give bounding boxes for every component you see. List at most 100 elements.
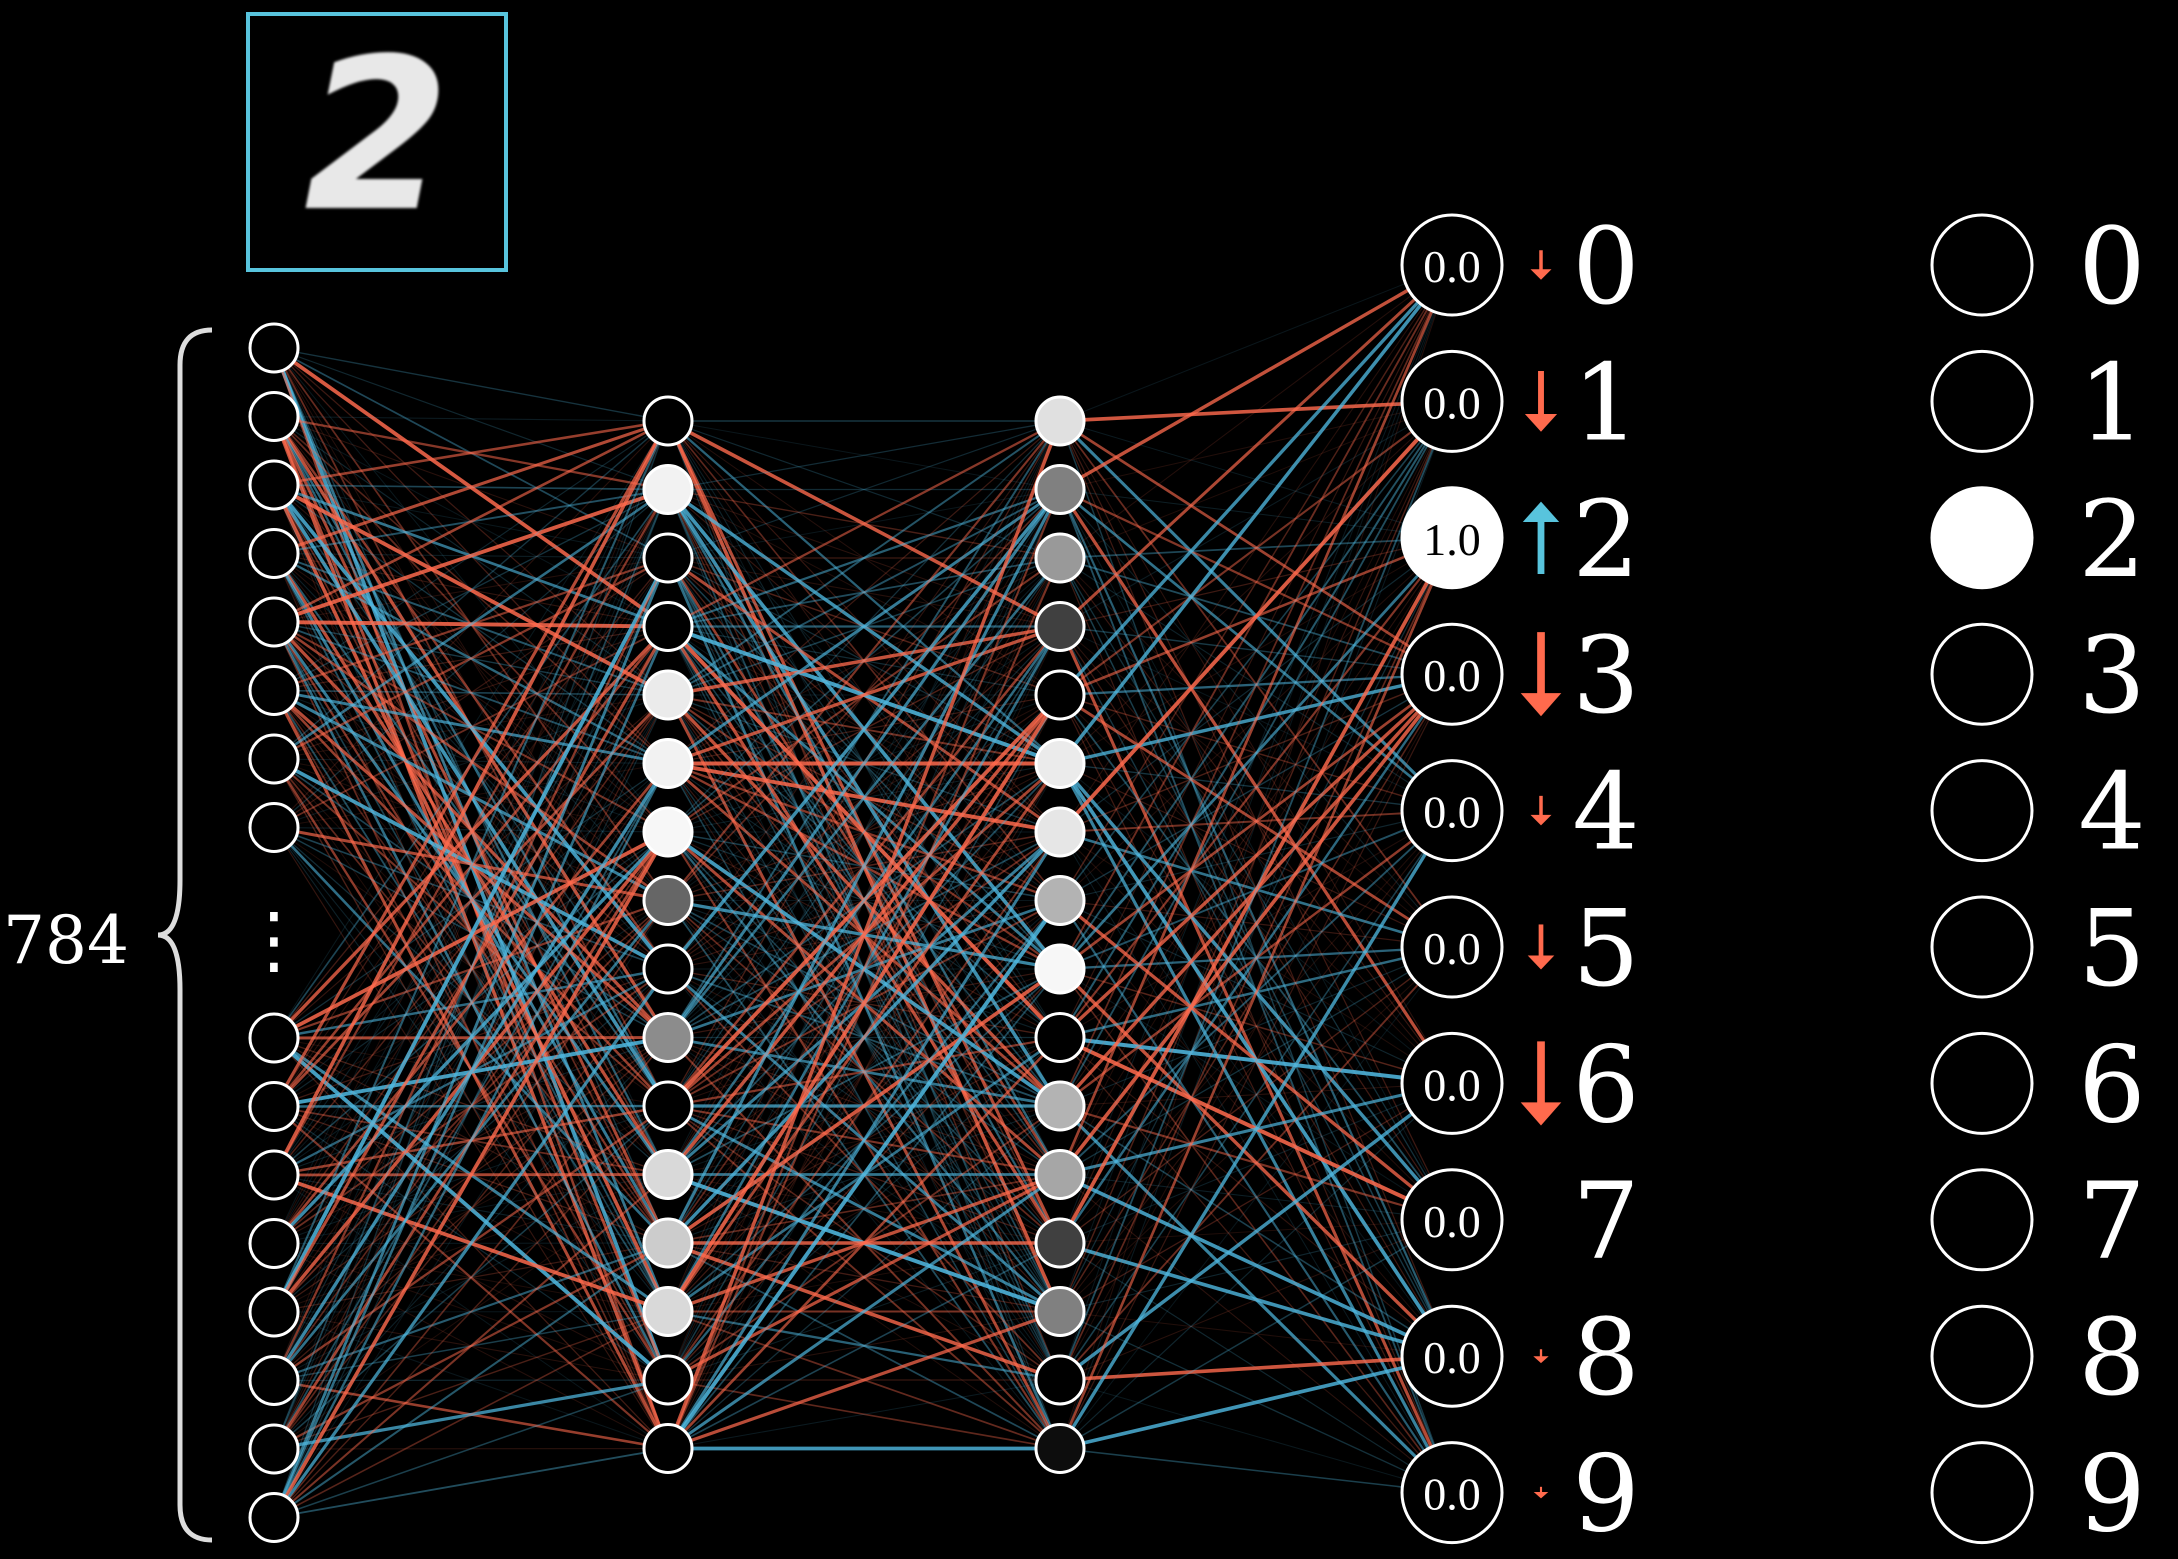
hidden1-hidden2-edge [667,488,1061,765]
hidden1-hidden2-edge [667,420,1061,970]
hidden2-output-edge [1059,946,1453,1176]
hidden2-output-edge [1059,264,1453,422]
hidden2-output-edge [1059,401,1453,1175]
hidden2-output-edge [1059,1082,1453,1244]
output-value: 0.0 [1423,923,1481,974]
hidden2-output-edge [1059,401,1453,1381]
target-label: 9 [2078,1433,2145,1556]
hidden1-hidden2-edge [667,762,1061,902]
input-neuron [248,1492,300,1543]
input-hidden1-edge [273,420,669,1450]
input-hidden1-edge [273,489,669,1313]
input-hidden1-edge [273,484,669,901]
input-hidden1-edge [273,347,669,422]
hidden1-neuron [642,1217,694,1269]
target-label: 0 [2078,205,2145,328]
input-hidden1-edge [273,419,669,555]
hidden2-output-edge [1059,1082,1453,1107]
hidden2-neuron [1034,669,1086,721]
output-nudges [1520,250,1562,1499]
hidden1-hidden2-edge [667,1310,1061,1381]
input-neuron [248,1423,300,1475]
hidden2-output-edge [1059,263,1453,491]
hidden1-hidden2-edge [667,968,1061,1176]
hidden1-neuron [642,875,694,926]
input-hidden1-edge [273,556,669,761]
output-label: 7 [1572,1160,1639,1283]
input-hidden1-edge [273,826,669,833]
hidden1-hidden2-edge [667,694,1061,1381]
hidden1-hidden2-edge [667,489,1061,696]
hidden1-hidden2-edge [667,624,1061,766]
input-neuron [248,1355,300,1406]
input-hidden1-edge [273,1379,669,1519]
network-nodes [248,322,1086,1543]
target-label: 4 [2078,751,2145,874]
nudge-arrow-down [1533,1349,1549,1364]
hidden2-output-edge [1059,1174,1453,1494]
input-hidden1-edge [273,420,669,828]
input-hidden1-edge [273,1242,669,1519]
hidden2-output-edge [1059,673,1453,1381]
hidden1-hidden2-edge [667,557,1061,1039]
hidden2-output-edge [1059,1082,1453,1313]
hidden2-output-edge [1059,1354,1453,1451]
input-hidden1-edge [273,552,669,628]
output-value: 0.0 [1423,1332,1481,1383]
hidden2-output-edge [1059,1241,1453,1358]
hidden1-neuron [642,738,694,789]
hidden1-hidden2-edge [667,420,1061,490]
hidden2-output-edge [1059,1354,1453,1382]
hidden1-hidden2-edge [667,1309,1061,1451]
hidden2-output-edge [1059,537,1453,764]
input-hidden1-edge [273,420,669,1518]
hidden1-hidden2-edge [666,899,1062,1450]
hidden1-hidden2-edge [667,557,1061,1244]
input-count-label: 784 [3,902,129,979]
hidden1-hidden2-edge [666,625,1062,1313]
hidden2-output-edge [1059,810,1453,1244]
input-hidden1-edge [273,419,669,624]
hidden1-hidden2-edge [667,420,1061,1107]
output-neuron [1400,1031,1504,1135]
hidden1-hidden2-edge [667,1036,1061,1450]
input-neuron [248,1012,300,1064]
hidden2-output-edge [1059,1172,1453,1358]
target-neuron [1930,622,2034,726]
hidden1-hidden2-edge [667,488,1061,696]
hidden2-output-edge [1058,1082,1454,1382]
hidden2-output-edge [1059,810,1453,1312]
hidden1-hidden2-edge [667,557,1061,833]
hidden1-hidden2-edge [667,1104,1061,1313]
output-label: 4 [1572,751,1639,874]
hidden1-hidden2-edge [667,831,1061,1381]
output-neuron [1400,1441,1504,1545]
input-hidden1-edge [273,557,669,1176]
hidden2-output-edge [1059,673,1453,697]
hidden2-output-edge [1058,673,1454,1176]
hidden1-hidden2-edge [667,420,1061,764]
nudge-arrow-down [1520,1041,1562,1126]
hidden2-neuron [1034,943,1086,995]
output-value: 0.0 [1423,787,1481,838]
output-value: 0.0 [1423,1059,1481,1110]
hidden2-output-edge [1058,400,1454,834]
input-hidden1-edge [273,626,669,1381]
hidden1-hidden2-edge [667,557,1061,1449]
hidden2-output-edge [1058,673,1454,1244]
nudge-arrow-head [1520,693,1562,717]
input-hidden1-edge [273,1243,669,1381]
input-neuron [248,665,300,716]
hidden1-hidden2-edge [667,489,1061,1312]
hidden1-hidden2-edge [666,420,1062,1450]
hidden1-hidden2-edge [667,626,1061,1038]
hidden1-neuron [642,1286,694,1337]
hidden2-output-edge [1059,968,1453,1221]
target-label: 8 [2078,1296,2145,1419]
input-hidden1-edge [273,1036,669,1519]
hidden1-hidden2-edge [667,1310,1061,1382]
hidden2-output-edge [1059,488,1453,676]
nudge-arrow-head [1530,814,1552,826]
hidden2-neuron [1034,738,1086,789]
